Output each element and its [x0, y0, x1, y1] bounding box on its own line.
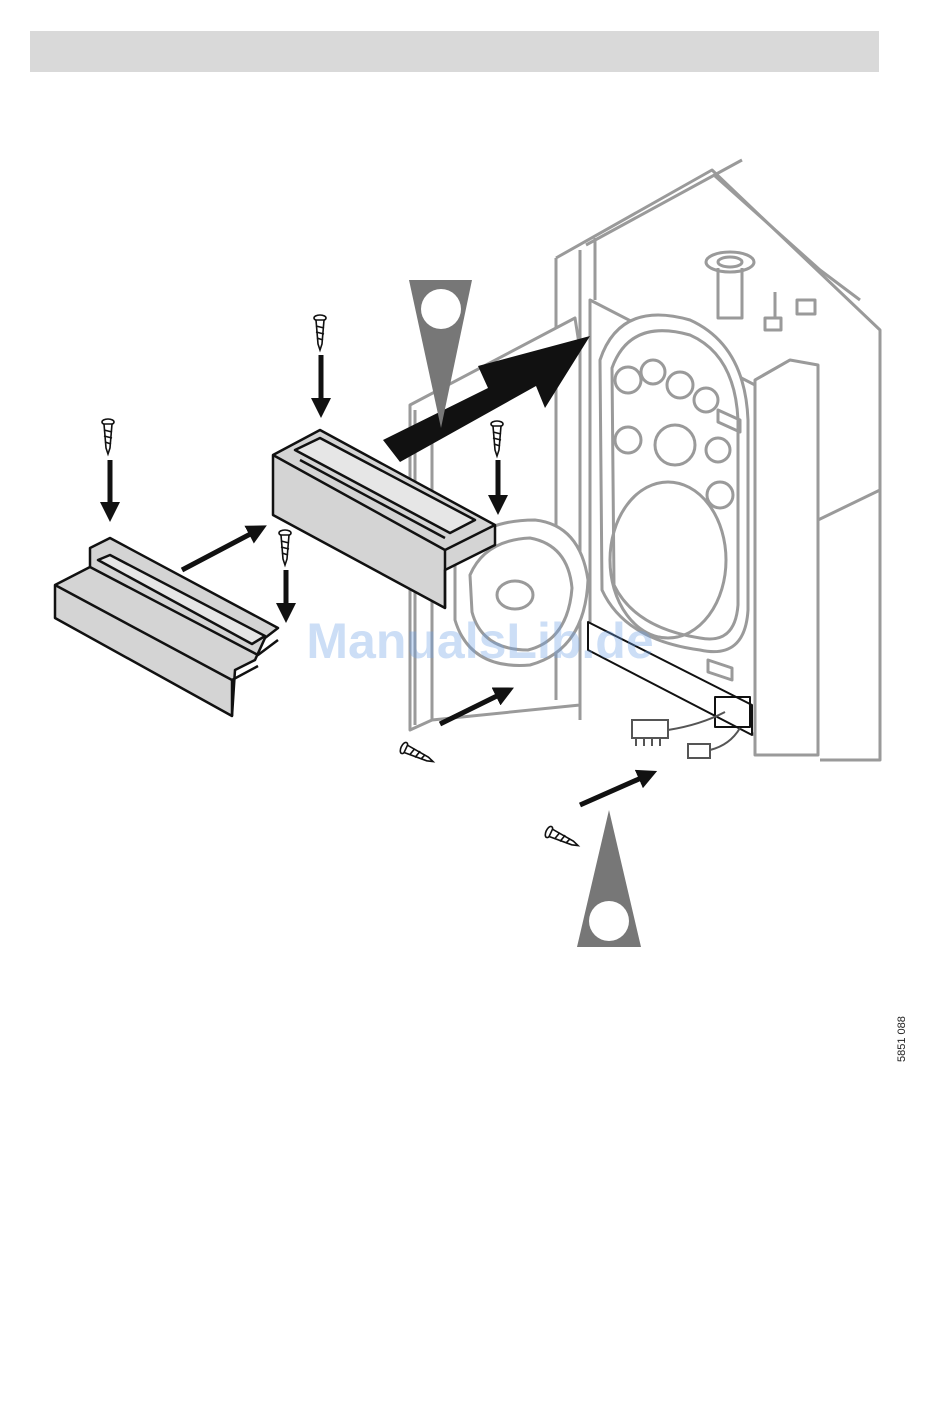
arrow-diag-3: [440, 692, 505, 724]
screw-5: [399, 741, 436, 767]
step-badge-2: [577, 810, 641, 947]
screw-2: [102, 419, 114, 454]
watermark: ManualsLib.de: [290, 612, 670, 670]
screw-1: [314, 315, 326, 350]
arrow-large: [383, 336, 590, 462]
document-number: 5851 088: [872, 1034, 910, 1035]
screw-6: [544, 825, 581, 851]
filler-bar-lower: [55, 538, 278, 716]
screw-4: [279, 530, 291, 565]
arrow-diag-1: [182, 530, 258, 570]
arrow-diag-4: [580, 775, 648, 805]
boiler-body: [410, 160, 880, 760]
document-number-text: 5851 088: [896, 1016, 908, 1062]
screw-3: [491, 421, 503, 456]
